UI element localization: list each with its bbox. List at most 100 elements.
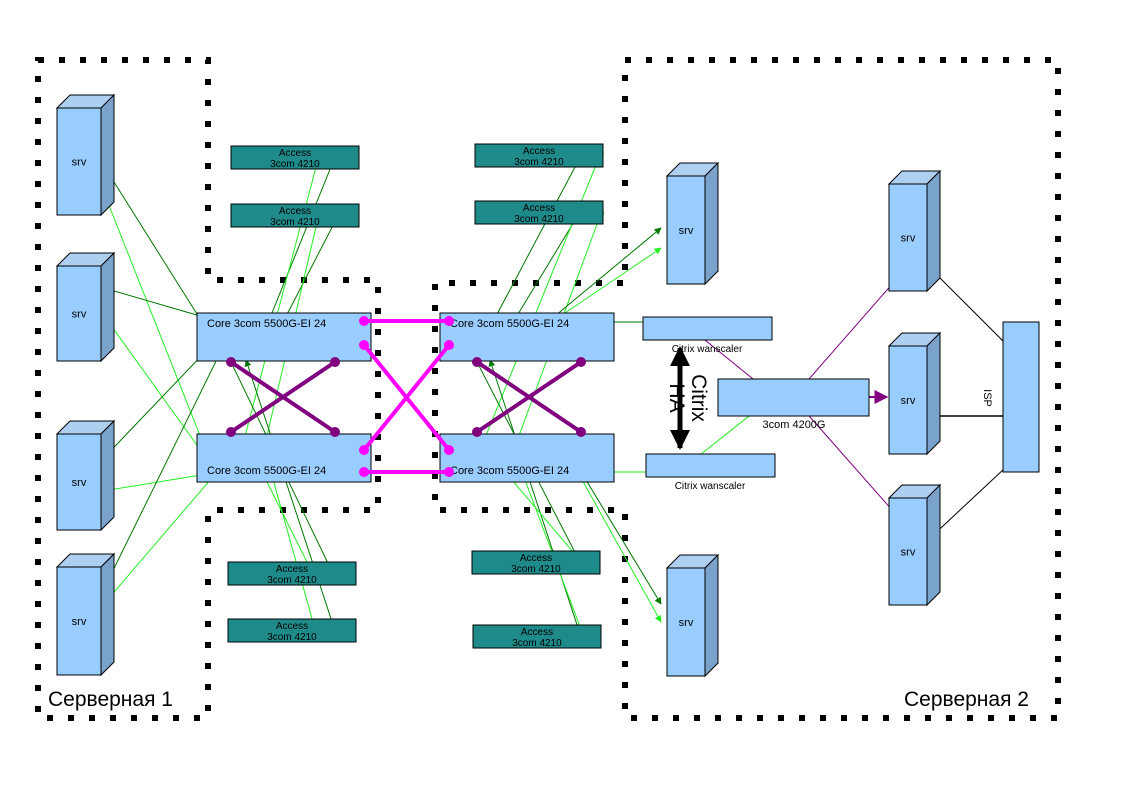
core-link-diag-a-end-a (359, 340, 369, 350)
server-front (56, 566, 102, 676)
core-cross-left-a-end-b (330, 427, 340, 437)
core-cross-right-b (475, 360, 583, 434)
access-label-line2: 3com 4210 (514, 214, 564, 225)
core-link-top-end-b (444, 316, 454, 326)
access-label-line1: Access (523, 146, 555, 157)
core-cross-left-b-end-a (330, 357, 340, 367)
core-switch-c3: Core 3com 5500G-EI 24 (439, 312, 615, 362)
server-side (100, 552, 115, 677)
core-switch-c2: Core 3com 5500G-EI 24 (196, 433, 372, 483)
edge-switch-box (717, 378, 870, 417)
core-cross-right-b-end-a (576, 357, 586, 367)
access-label-line2: 3com 4210 (514, 157, 564, 168)
access-box (230, 203, 360, 228)
server-front (888, 183, 928, 292)
server-label: srv (901, 547, 916, 559)
isp-label: ISP (981, 389, 993, 407)
access-label-line2: 3com 4210 (270, 159, 320, 170)
citrix-label: Citrix wanscaler (672, 344, 743, 355)
access-box (230, 145, 360, 170)
core-cross-right-b-end-b (472, 427, 482, 437)
core-label: Core 3com 5500G-EI 24 (450, 318, 569, 330)
core-cross-left-a-end-a (226, 357, 236, 367)
core-link-bottom-end-a (359, 467, 369, 477)
server-s9: srv (887, 483, 942, 607)
server-label: srv (72, 477, 87, 489)
room-boundaries (35, 57, 1061, 721)
core-link-diag-a-end-b (444, 445, 454, 455)
core-link-bottom-end-b (444, 467, 454, 477)
citrix-box (645, 453, 776, 478)
server-side (100, 93, 115, 217)
access-label-line1: Access (521, 627, 553, 638)
core-box (196, 433, 372, 483)
core-box (439, 433, 615, 483)
core-link-diag-b-end-b (444, 340, 454, 350)
room2-label: Серверная 2 (904, 688, 1029, 711)
citrix-wanscaler-1: Citrix wanscaler (642, 316, 773, 355)
server-s4: srv (55, 552, 116, 677)
citrix-label: Citrix wanscaler (675, 481, 746, 492)
server-side (100, 419, 115, 532)
server-label: srv (679, 225, 694, 237)
access-box (474, 200, 604, 225)
access-box (471, 550, 601, 575)
access-label-line2: 3com 4210 (270, 217, 320, 228)
core-switch-c4: Core 3com 5500G-EI 24 (439, 433, 615, 483)
server-front (666, 175, 706, 285)
access-label-line2: 3com 4210 (511, 564, 561, 575)
access-label-line1: Access (279, 148, 311, 159)
link-c4-s6 (579, 469, 662, 605)
access-box (227, 618, 357, 643)
core-cross-right-a-end-a (472, 357, 482, 367)
server-side (704, 553, 719, 678)
isp-label-wrap: ISP (981, 389, 993, 407)
access-label-line1: Access (276, 564, 308, 575)
server-front (666, 567, 706, 677)
room2-boundary (432, 57, 1061, 721)
core-link-diag-b (362, 343, 451, 452)
server-side (926, 331, 941, 456)
access-label-line1: Access (520, 553, 552, 564)
access-box (227, 561, 357, 586)
core-box (439, 312, 615, 362)
server-s2: srv (55, 251, 116, 363)
server-front (56, 107, 102, 216)
isp-box (1002, 321, 1040, 473)
server-front (56, 265, 102, 362)
core-cross-left-b (229, 360, 337, 434)
access-box (472, 624, 602, 649)
server-side (926, 483, 941, 607)
server-front (56, 433, 102, 531)
server-s5: srv (665, 161, 720, 286)
core-label: Core 3com 5500G-EI 24 (207, 465, 326, 477)
core-switch-c1: Core 3com 5500G-EI 24 (196, 312, 372, 362)
server-label: srv (901, 233, 916, 245)
core-cross-right-a-end-b (576, 427, 586, 437)
citrix-wanscaler-2: Citrix wanscaler (645, 453, 776, 492)
server-s3: srv (55, 419, 116, 532)
edge-switch-3com-4200g: 3com 4200G (717, 378, 870, 431)
server-label: srv (679, 617, 694, 629)
core-label: Core 3com 5500G-EI 24 (207, 318, 326, 330)
core-link-top-end-a (359, 316, 369, 326)
core-box (196, 312, 372, 362)
server-label: srv (72, 309, 87, 321)
server-label: srv (72, 157, 87, 169)
core-link-diag-b-end-a (359, 445, 369, 455)
server-side (704, 161, 719, 286)
server-front (888, 345, 928, 455)
